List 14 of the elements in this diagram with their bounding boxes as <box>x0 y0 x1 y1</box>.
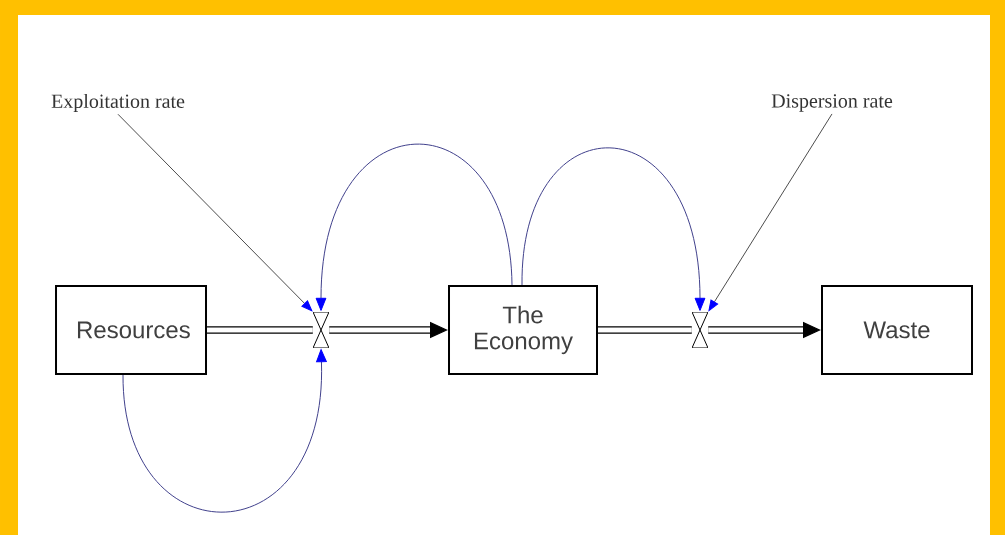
link-arrow <box>521 147 706 311</box>
flow-pipe <box>207 326 313 334</box>
link-arrow <box>122 349 327 513</box>
stock-box: The Economy <box>448 285 598 375</box>
stock-box: Waste <box>821 285 973 375</box>
valve-symbol <box>692 312 708 348</box>
variable-label: Exploitation rate <box>51 93 185 113</box>
flow-pipe <box>598 326 692 334</box>
leader-line <box>117 113 313 312</box>
link-arrow <box>315 143 513 311</box>
variable-label: Dispersion rate <box>771 94 893 112</box>
stock-box: Resources <box>55 285 207 375</box>
valve-symbol <box>313 312 329 348</box>
leader-line <box>708 113 833 312</box>
